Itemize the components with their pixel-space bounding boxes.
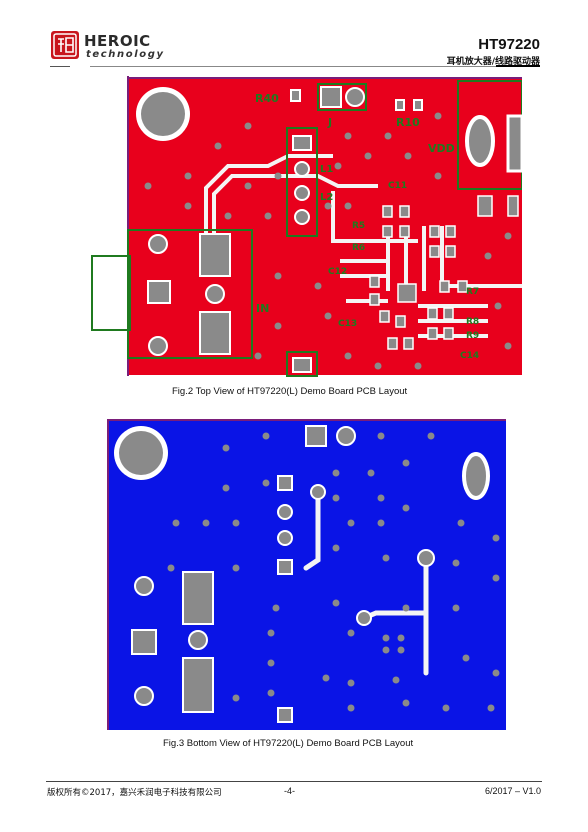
bottom-view-pcb-image — [107, 419, 506, 730]
silk-label-c14: C14 — [460, 351, 479, 361]
silk-label-c12: C12 — [328, 267, 347, 277]
silk-label-r40: R40 — [255, 92, 279, 105]
silk-label-vdd: VDD — [428, 142, 455, 155]
silk-label-r9: R9 — [466, 331, 479, 341]
model-title: HT97220 — [478, 36, 540, 53]
figure-2-caption: Fig.2 Top View of HT97220(L) Demo Board … — [172, 386, 408, 397]
footer-copyright: 版权所有©2017，嘉兴禾润电子科技有限公司 — [47, 788, 222, 798]
footer-divider — [46, 781, 542, 782]
brand-name: HEROIC — [84, 32, 151, 50]
silk-label-r10: R10 — [396, 116, 420, 129]
page-number: -4- — [284, 786, 295, 796]
model-underline — [496, 65, 540, 67]
silk-label-r7: R7 — [466, 287, 479, 297]
brand-tagline: technology — [86, 49, 165, 60]
silk-label-r6: R6 — [352, 243, 365, 253]
figure-3-caption: Fig.3 Bottom View of HT97220(L) Demo Boa… — [163, 738, 414, 749]
silk-label-c11: C11 — [388, 181, 407, 191]
header-divider-left — [50, 66, 70, 67]
silk-label-c13: C13 — [338, 319, 357, 329]
top-view-pcb-image: VDD R40 J R10 L1 L2 IN C11 C12 C13 C14 R… — [91, 76, 522, 377]
silk-label-in: IN — [256, 302, 269, 315]
silk-label-j: J — [327, 116, 332, 129]
document-version: 6/2017 – V1.0 — [484, 786, 541, 796]
silk-label-l2: L2 — [320, 192, 333, 203]
header-divider — [90, 66, 540, 67]
silk-label-r5: R5 — [352, 221, 365, 231]
silk-label-l1: L1 — [320, 164, 333, 175]
heroic-logo-icon — [51, 31, 79, 59]
silk-label-r8: R8 — [466, 317, 479, 327]
model-subtitle: 耳机放大器/线路驱动器 — [446, 57, 540, 67]
